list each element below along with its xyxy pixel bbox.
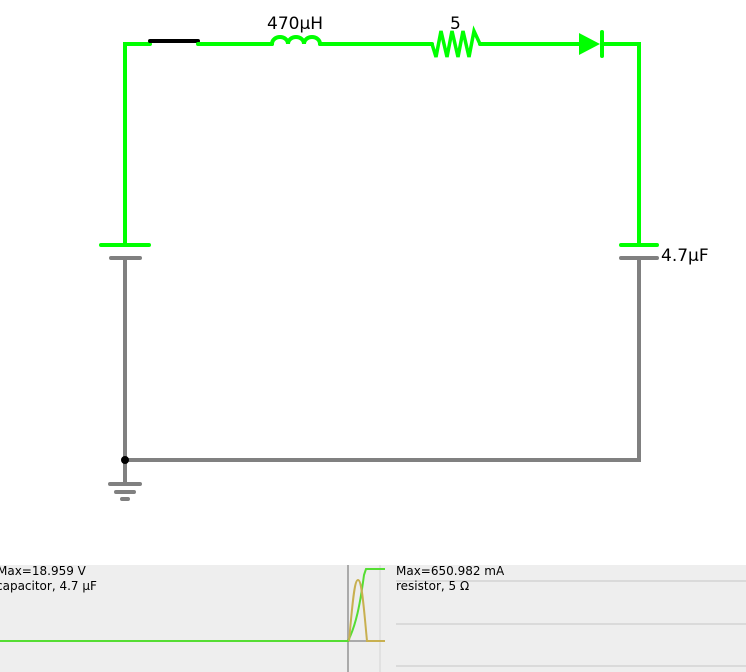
- scope-name-capacitor: capacitor, 4.7 µF: [0, 579, 97, 593]
- wire-top-left[interactable]: [123, 42, 152, 247]
- inductor-label: 470µH: [267, 14, 323, 34]
- wire-diode-right[interactable]: [600, 42, 641, 247]
- ground[interactable]: [108, 458, 142, 501]
- resistor[interactable]: [430, 25, 482, 58]
- current-trace: [348, 578, 385, 642]
- ground-node: [121, 456, 129, 464]
- scope-max-voltage: Max=18.959 V: [0, 564, 86, 578]
- scope-max-current: Max=650.982 mA: [396, 564, 505, 578]
- scope-name-resistor: resistor, 5 Ω: [396, 579, 470, 593]
- diode[interactable]: [579, 33, 600, 55]
- resistor-label: 5: [450, 14, 461, 34]
- wire-bottom[interactable]: [123, 256, 641, 462]
- scope-resistor[interactable]: [386, 565, 746, 672]
- scope-capacitor[interactable]: [0, 565, 386, 672]
- capacitor-label: 4.7µF: [661, 246, 709, 266]
- inductor[interactable]: [270, 35, 322, 46]
